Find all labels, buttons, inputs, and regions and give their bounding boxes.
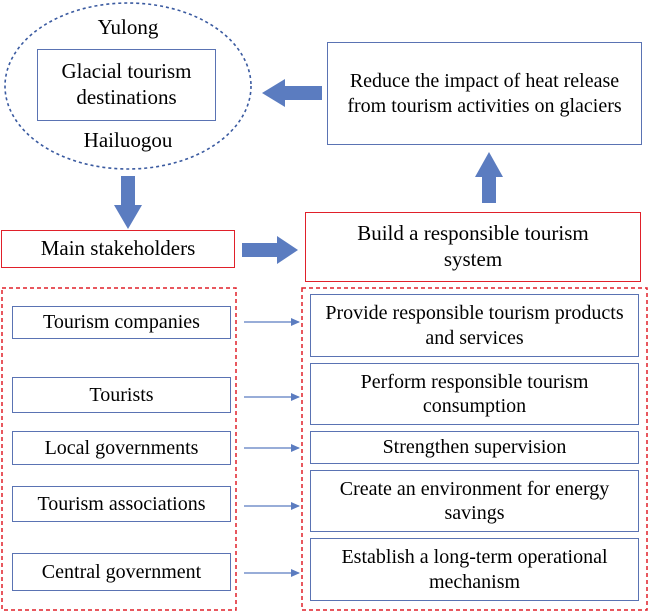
- goal-text: Reduce the impact of heat release from t…: [347, 70, 622, 117]
- stakeholder-tourism-associations: Tourism associations: [12, 486, 231, 522]
- arrow-stakeholders-to-system: [242, 236, 298, 264]
- destinations-ellipse: [4, 2, 252, 170]
- actions-group-frame: [301, 287, 648, 611]
- stakeholder-label: Local governments: [44, 436, 199, 459]
- main-stakeholders-box: Main stakeholders: [1, 230, 235, 268]
- stakeholder-tourism-companies: Tourism companies: [12, 306, 231, 339]
- arrow-destinations-to-stakeholders: [114, 176, 142, 229]
- arrow-goal-to-destinations: [262, 79, 322, 107]
- stakeholder-tourists: Tourists: [12, 377, 231, 413]
- stakeholder-label: Tourists: [89, 383, 154, 406]
- glacial-destinations-box: Glacial tourism destinations: [37, 49, 216, 121]
- stakeholder-label: Tourism companies: [43, 311, 200, 334]
- action-energy-savings: Create an environment for energy savings: [310, 470, 639, 532]
- action-label: Provide responsible tourism products and…: [325, 302, 624, 349]
- action-strengthen-supervision: Strengthen supervision: [310, 431, 639, 464]
- action-label: Strengthen supervision: [382, 436, 567, 459]
- action-long-term-mechanism: Establish a long-term operational mechan…: [310, 538, 639, 601]
- stakeholders-group-frame: [1, 287, 237, 611]
- action-label: Establish a long-term operational mechan…: [341, 546, 608, 593]
- glacial-destinations-text: Glacial tourism destinations: [61, 59, 192, 109]
- action-label: Create an environment for energy savings: [339, 477, 610, 524]
- stakeholder-central-government: Central government: [12, 553, 231, 591]
- goal-box: Reduce the impact of heat release from t…: [327, 42, 642, 145]
- action-label: Perform responsible tourism consumption: [360, 370, 589, 417]
- destination-label-hailuogou: Hailuogou: [83, 128, 173, 152]
- action-responsible-products: Provide responsible tourism products and…: [310, 294, 639, 357]
- stakeholder-label: Central government: [41, 560, 202, 583]
- stakeholder-local-governments: Local governments: [12, 431, 231, 465]
- main-stakeholders-text: Main stakeholders: [40, 236, 196, 261]
- responsible-system-text: Build a responsible tourism system: [357, 221, 589, 271]
- stakeholder-label: Tourism associations: [37, 492, 206, 515]
- destination-label-yulong: Yulong: [97, 15, 159, 39]
- responsible-system-box: Build a responsible tourism system: [305, 212, 641, 282]
- arrow-system-to-goal: [475, 152, 503, 203]
- action-responsible-consumption: Perform responsible tourism consumption: [310, 363, 639, 425]
